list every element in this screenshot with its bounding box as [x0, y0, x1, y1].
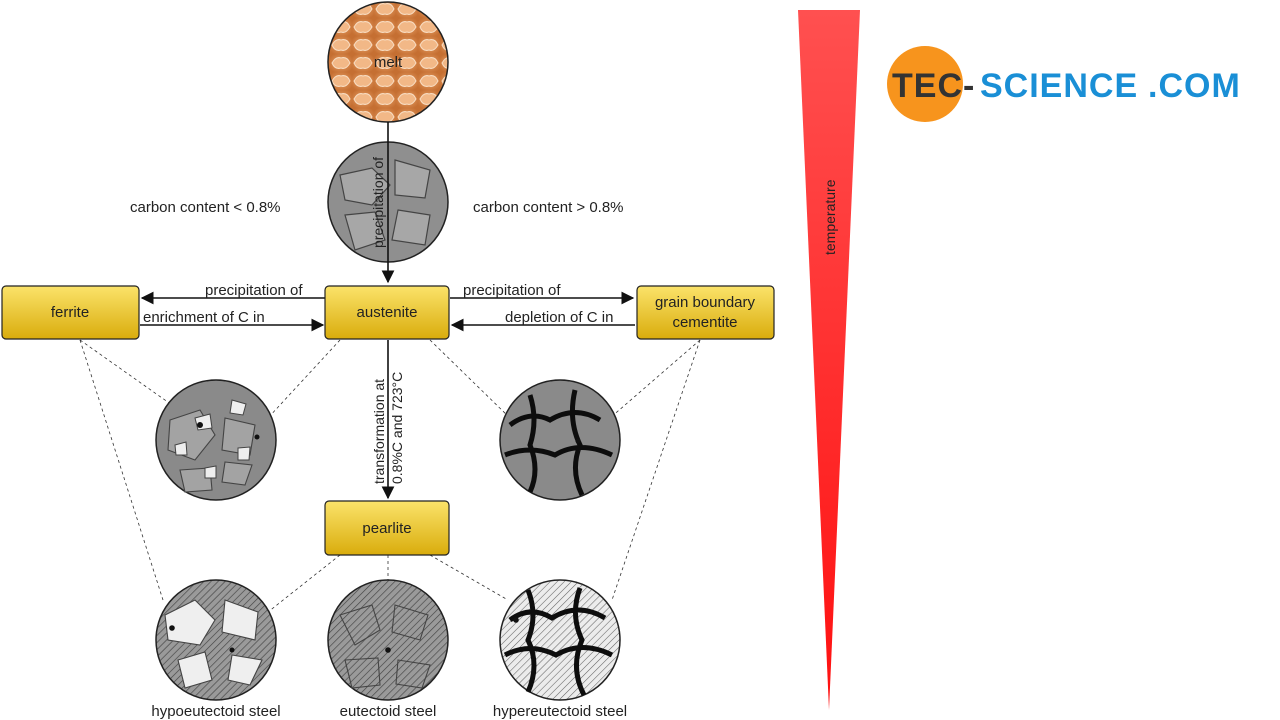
left-bottom-label: enrichment of C in [143, 309, 265, 326]
tec-science-logo: TEC- SCIENCE .COM [887, 46, 1241, 122]
high-carbon-condition: carbon content > 0.8% [473, 199, 624, 216]
hypoeutectoid-steel-circle [155, 579, 277, 701]
hypereutectoid-caption: hypereutectoid steel [493, 703, 627, 720]
transformation-label-line2: 0.8%C and 723°C [389, 372, 405, 484]
precipitation-vertical-label: precipitation of [370, 157, 386, 248]
logo-text-part1: TEC- [892, 67, 975, 105]
temperature-wedge [798, 10, 860, 710]
eutectoid-steel-circle [327, 579, 449, 701]
hypereutectoid-austenite-cementite-circle [499, 379, 621, 501]
cementite-label-line2: cementite [672, 314, 737, 331]
austenite-box: austenite [324, 285, 450, 340]
arrows [140, 122, 635, 500]
logo-text-part3: .COM [1148, 67, 1241, 105]
ferrite-label: ferrite [51, 304, 89, 321]
austenite-label: austenite [357, 304, 418, 321]
cementite-label-line1: grain boundary [655, 294, 756, 311]
logo-text-part2: SCIENCE [980, 67, 1138, 105]
hypoeutectoid-austenite-ferrite-circle [155, 379, 277, 501]
melt-label: melt [374, 54, 403, 71]
transformation-label-line1: transformation at [371, 379, 387, 484]
low-carbon-condition: carbon content < 0.8% [130, 199, 281, 216]
temperature-label: temperature [822, 179, 838, 255]
hypoeutectoid-caption: hypoeutectoid steel [151, 703, 280, 720]
eutectoid-caption: eutectoid steel [340, 703, 437, 720]
right-bottom-label: depletion of C in [505, 309, 613, 326]
guide-lines [79, 339, 701, 613]
left-top-label: precipitation of [205, 282, 303, 299]
ferrite-box: ferrite [1, 285, 140, 340]
pearlite-box: pearlite [324, 500, 450, 556]
right-top-label: precipitation of [463, 282, 561, 299]
cementite-box: grain boundary cementite [636, 285, 775, 340]
hypereutectoid-steel-circle [499, 579, 621, 701]
pearlite-label: pearlite [362, 520, 411, 537]
